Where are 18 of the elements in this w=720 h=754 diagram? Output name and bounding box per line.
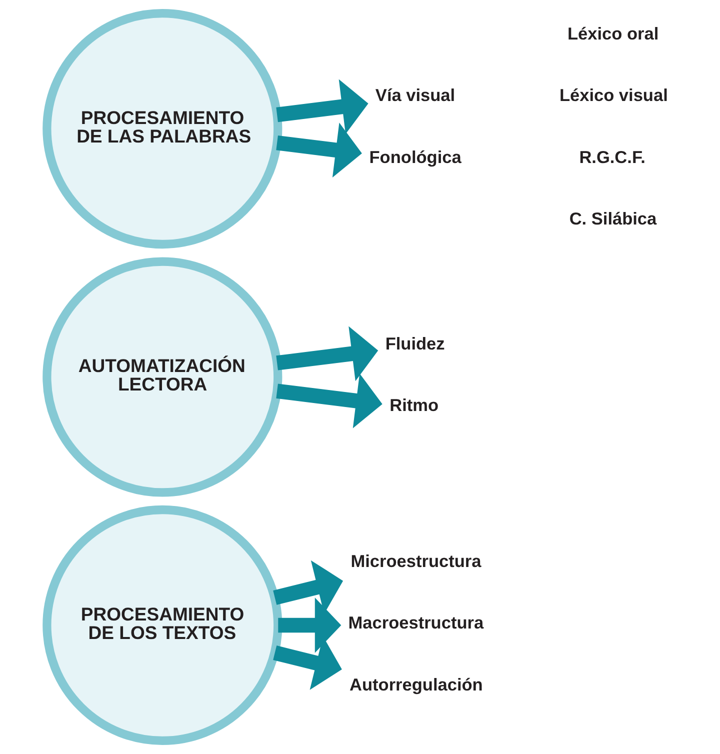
- arrow: [276, 373, 382, 428]
- label: C. Silábica: [569, 208, 657, 229]
- node-circle: PROCESAMIENTO DE LOS TEXTOS: [42, 505, 282, 746]
- label: R.G.C.F.: [579, 146, 646, 167]
- node-text: Macroestructura: [348, 612, 484, 633]
- node-text: Fluidez: [385, 333, 445, 354]
- node-text: Ritmo: [390, 395, 439, 416]
- node-text: Vía visual: [375, 85, 456, 106]
- arrow: [276, 122, 362, 178]
- node-circle: AUTOMATIZACIÓN LECTORA: [42, 257, 282, 497]
- node-circle: PROCESAMIENTO DE LAS PALABRAS: [42, 8, 282, 249]
- node-text: Fonológica: [369, 146, 462, 167]
- node-text: Autorregulación: [350, 674, 483, 694]
- arrow: [276, 79, 368, 134]
- node-text: Microestructura: [350, 550, 482, 571]
- label: Léxico oral: [567, 23, 659, 44]
- arrow: [276, 326, 378, 382]
- label: Léxico visual: [559, 85, 668, 106]
